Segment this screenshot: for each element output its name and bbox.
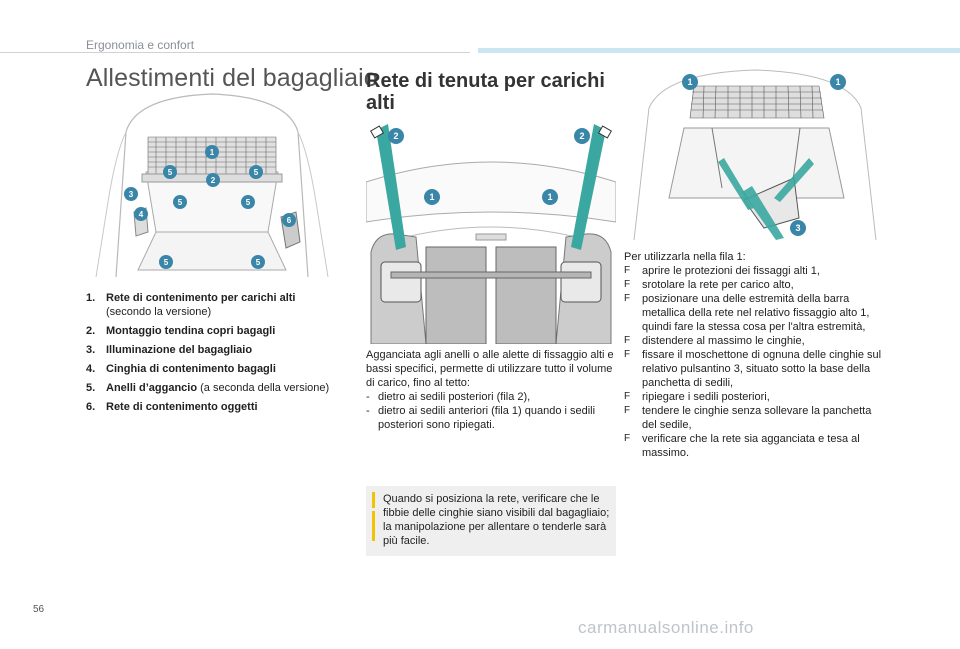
- list-item: -dietro ai sedili posteriori (fila 2),: [366, 391, 531, 403]
- marker-2: 2: [211, 176, 216, 185]
- front-anchor-illustration: 2 2 1 1: [366, 122, 616, 344]
- list-item: -dietro ai sedili anteriori (fila 1) qua…: [366, 405, 596, 431]
- watermark: carmanualsonline.info: [578, 618, 754, 637]
- marker-3: 3: [129, 190, 134, 199]
- info-icon: [372, 492, 375, 508]
- subsection-title: Rete di tenuta per carichi alti: [366, 70, 605, 114]
- legend-item: 4.Cinghia di contenimento bagagli: [86, 363, 276, 375]
- legend-item: 1.Rete di contenimento per carichi alti(…: [86, 292, 296, 318]
- marker-2-left: 2: [393, 131, 398, 141]
- marker-6: 6: [287, 216, 292, 225]
- section-header: Ergonomia e confort: [86, 38, 195, 52]
- page-number: 56: [33, 604, 45, 615]
- marker-1-left: 1: [687, 77, 692, 87]
- marker-5a: 5: [168, 168, 173, 177]
- marker-5d: 5: [246, 198, 251, 207]
- middle-text: Agganciata agli anelli o alle alette di …: [366, 348, 616, 432]
- right-intro: Per utilizzarla nella fila 1:: [624, 251, 746, 263]
- marker-5e: 5: [164, 258, 169, 267]
- marker-1-right: 1: [547, 192, 552, 202]
- marker-5f: 5: [256, 258, 261, 267]
- marker-5c: 5: [178, 198, 183, 207]
- marker-4: 4: [139, 210, 144, 219]
- note-text: Quando si posiziona la rete, verificare …: [383, 493, 610, 547]
- legend-item: 2.Montaggio tendina copri bagagli: [86, 325, 276, 337]
- component-legend: 1.Rete di contenimento per carichi alti(…: [86, 291, 331, 419]
- legend-item: 6.Rete di contenimento oggetti: [86, 401, 258, 413]
- marker-5b: 5: [254, 168, 259, 177]
- rear-net-illustration: 1 1 3: [624, 68, 886, 240]
- header-accent-bar: [478, 48, 960, 53]
- marker-3: 3: [795, 223, 800, 233]
- marker-1-left: 1: [429, 192, 434, 202]
- middle-intro: Agganciata agli anelli o alle alette di …: [366, 349, 614, 389]
- legend-item: 3.Illuminazione del bagagliaio: [86, 344, 253, 356]
- trunk-overview-illustration: 1 2 3 4 5 5 5 5 5 5 6: [86, 92, 338, 282]
- header-rule: [0, 52, 470, 53]
- legend-item: 5.Anelli d’aggancio (a seconda della ver…: [86, 382, 330, 394]
- info-note: Quando si posiziona la rete, verificare …: [366, 486, 616, 556]
- marker-2-right: 2: [579, 131, 584, 141]
- marker-1: 1: [210, 148, 215, 157]
- section-title: Allestimenti del bagagliaio: [86, 64, 378, 92]
- marker-1-right: 1: [835, 77, 840, 87]
